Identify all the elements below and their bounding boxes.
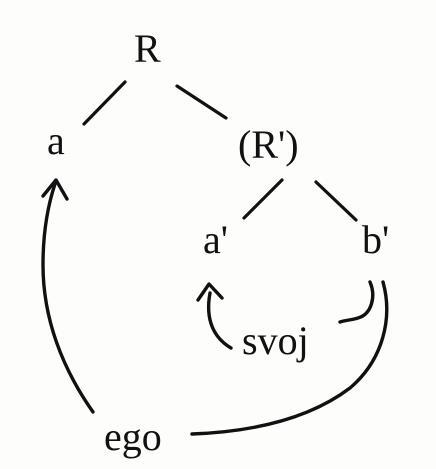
arrowhead-aprime xyxy=(196,282,224,302)
node-a-prime: a' xyxy=(203,217,228,262)
node-b-prime: b' xyxy=(362,217,389,262)
edge-R-Rprime xyxy=(175,84,228,120)
node-R: R xyxy=(134,26,161,71)
node-a: a xyxy=(47,118,65,163)
node-svoj: svoj xyxy=(242,318,309,363)
link-bprime-ego xyxy=(190,280,389,436)
arrowhead-a xyxy=(41,178,69,201)
node-ego: ego xyxy=(104,414,162,459)
edge-Rprime-bprime xyxy=(314,180,358,222)
node-R-prime: (R') xyxy=(238,122,299,167)
link-bprime-svoj xyxy=(338,280,375,324)
edge-R-a xyxy=(82,80,127,126)
arrow-ego-to-a xyxy=(41,182,95,414)
edge-Rprime-aprime xyxy=(242,178,284,220)
arrow-svoj-to-aprime xyxy=(206,291,233,350)
